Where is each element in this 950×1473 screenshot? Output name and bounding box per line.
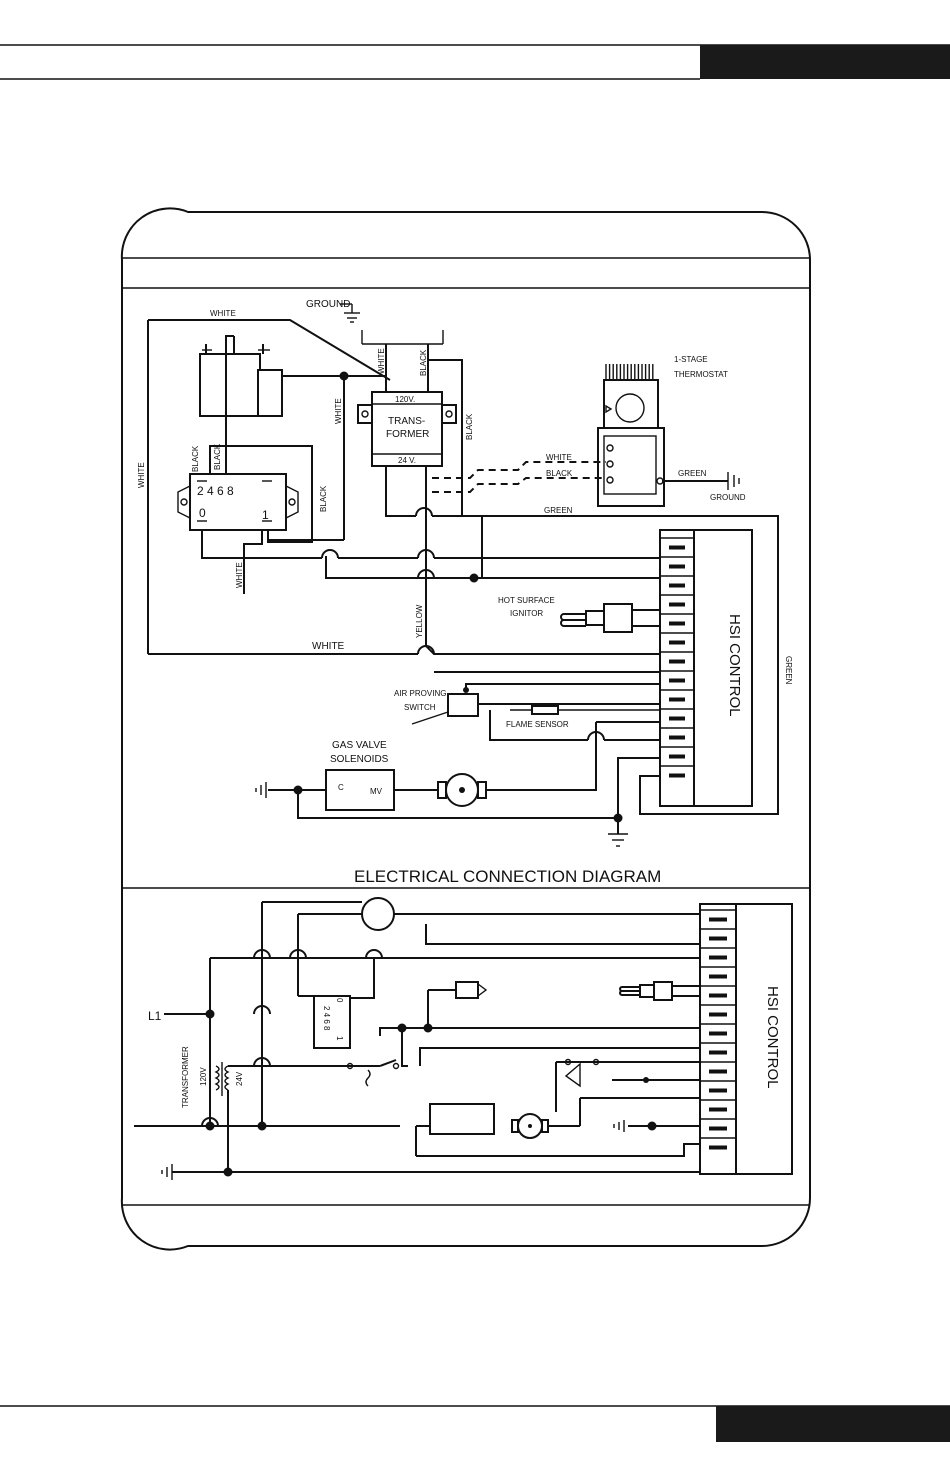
label-white-mid: WHITE — [334, 398, 343, 424]
label-transformer: TRANSFORMER — [181, 1046, 190, 1108]
terminal-pin — [669, 716, 685, 721]
label-relay-top: 2 4 6 8 — [197, 484, 234, 498]
terminal-pin — [669, 773, 685, 778]
terminal-pin — [669, 602, 685, 607]
label-1-stage: 1-STAGE — [674, 355, 708, 364]
terminal-pin — [709, 1107, 727, 1112]
terminal-pin — [709, 1069, 727, 1074]
air-proving-switch — [411, 693, 484, 725]
transformer — [357, 330, 457, 467]
label-white-bottom: WHITE — [312, 641, 345, 652]
label-ignitor: IGNITOR — [510, 609, 543, 618]
label-hot-surface: HOT SURFACE — [498, 596, 555, 605]
terminal-pin — [669, 754, 685, 759]
page-header — [0, 44, 950, 80]
label-green-top: GREEN — [544, 506, 573, 515]
terminal-pin — [709, 974, 727, 979]
terminal-pin — [669, 564, 685, 569]
label-mv: MV — [370, 787, 383, 796]
label-ground-top: GROUND — [306, 299, 350, 310]
label-yellow: YELLOW — [415, 604, 424, 638]
label-hsi-control-2: HSI CONTROL — [764, 986, 781, 1089]
terminal-pin — [669, 621, 685, 626]
label-switch: SWITCH — [404, 703, 436, 712]
label-hsi-control: HSI CONTROL — [726, 614, 743, 717]
connection-diagram: GROUND 120V. TRANS- FORMER 24 V. WHITE B… — [137, 299, 793, 886]
label-white-top: WHITE — [210, 309, 236, 318]
label-black-transformer: BLACK — [419, 349, 428, 376]
label-black-relay-2: BLACK — [213, 443, 222, 470]
page-footer — [0, 1405, 950, 1442]
ground-symbol-bottom — [608, 833, 628, 847]
label-relay2-0: 0 — [335, 998, 344, 1003]
terminal-pin — [669, 640, 685, 645]
label-green-ground: GREEN — [678, 469, 707, 478]
terminal-pin — [709, 1126, 727, 1131]
label-120v: 120V. — [395, 395, 415, 404]
terminal-pin — [669, 545, 685, 550]
label-white-transformer: WHITE — [377, 348, 386, 374]
label-white-fan: WHITE — [235, 562, 244, 588]
wire-hops-top — [321, 507, 605, 741]
header-bar — [700, 45, 950, 79]
ladder-diagram: 0 2 4 6 8 1 L1 TRANSFORMER 120V 24V — [134, 897, 793, 1180]
label-black-relay-3: BLACK — [319, 485, 328, 512]
label-former: FORMER — [386, 429, 429, 440]
terminal-pin — [709, 993, 727, 998]
diagram-title: ELECTRICAL CONNECTION DIAGRAM — [354, 867, 661, 886]
terminal-pin — [709, 936, 727, 941]
label-white-thermostat: WHITE — [546, 453, 572, 462]
label-flame-sensor: FLAME SENSOR — [506, 720, 569, 729]
terminal-pin — [709, 1050, 727, 1055]
terminal-pin — [709, 1145, 727, 1150]
ground-symbol-top — [340, 303, 360, 323]
label-solenoids: SOLENOIDS — [330, 754, 389, 765]
label-l1: L1 — [148, 1009, 162, 1023]
label-relay2-2468: 2 4 6 8 — [322, 1006, 331, 1031]
label-air-proving: AIR PROVING — [394, 689, 446, 698]
label-c: C — [338, 783, 344, 792]
blower-relay — [199, 336, 283, 417]
label-relay-0: 0 — [199, 506, 206, 520]
footer-bar — [716, 1406, 950, 1442]
label-gas-valve: GAS VALVE — [332, 740, 387, 751]
hsi-top-terminals — [660, 537, 694, 778]
label-ground-thermostat: GROUND — [710, 493, 746, 502]
terminal-pin — [669, 583, 685, 588]
terminal-pin — [709, 1012, 727, 1017]
flame-sensor — [510, 705, 660, 715]
terminal-pin — [709, 917, 727, 922]
terminal-pin — [669, 697, 685, 702]
label-24v: 24 V. — [398, 456, 416, 465]
terminal-pin — [669, 678, 685, 683]
label-black-thermostat: BLACK — [546, 469, 573, 478]
thermostat-fins — [605, 364, 654, 380]
terminal-pin — [709, 955, 727, 960]
label-120v-ladder: 120V — [199, 1067, 208, 1086]
terminal-pin — [709, 1031, 727, 1036]
label-green-side: GREEN — [784, 656, 793, 685]
terminal-pin — [669, 735, 685, 740]
fan-relay — [177, 473, 299, 531]
label-white-left: WHITE — [137, 462, 146, 488]
label-trans: TRANS- — [388, 416, 425, 427]
label-24v-ladder: 24V — [235, 1071, 244, 1086]
label-relay2-1: 1 — [335, 1036, 344, 1041]
label-black-right: BLACK — [465, 413, 474, 440]
hot-surface-ignitor — [560, 603, 660, 633]
gas-valve-solenoids — [255, 769, 487, 811]
label-black-relay-1: BLACK — [191, 445, 200, 472]
terminal-pin — [709, 1088, 727, 1093]
terminal-pin — [669, 659, 685, 664]
diagram-frame — [120, 207, 811, 1251]
wires-top — [147, 319, 779, 834]
hsi-bottom-terminals — [700, 909, 736, 1150]
thermostat — [597, 379, 665, 507]
label-thermostat: THERMOSTAT — [674, 370, 728, 379]
label-relay-1: 1 — [262, 508, 269, 522]
